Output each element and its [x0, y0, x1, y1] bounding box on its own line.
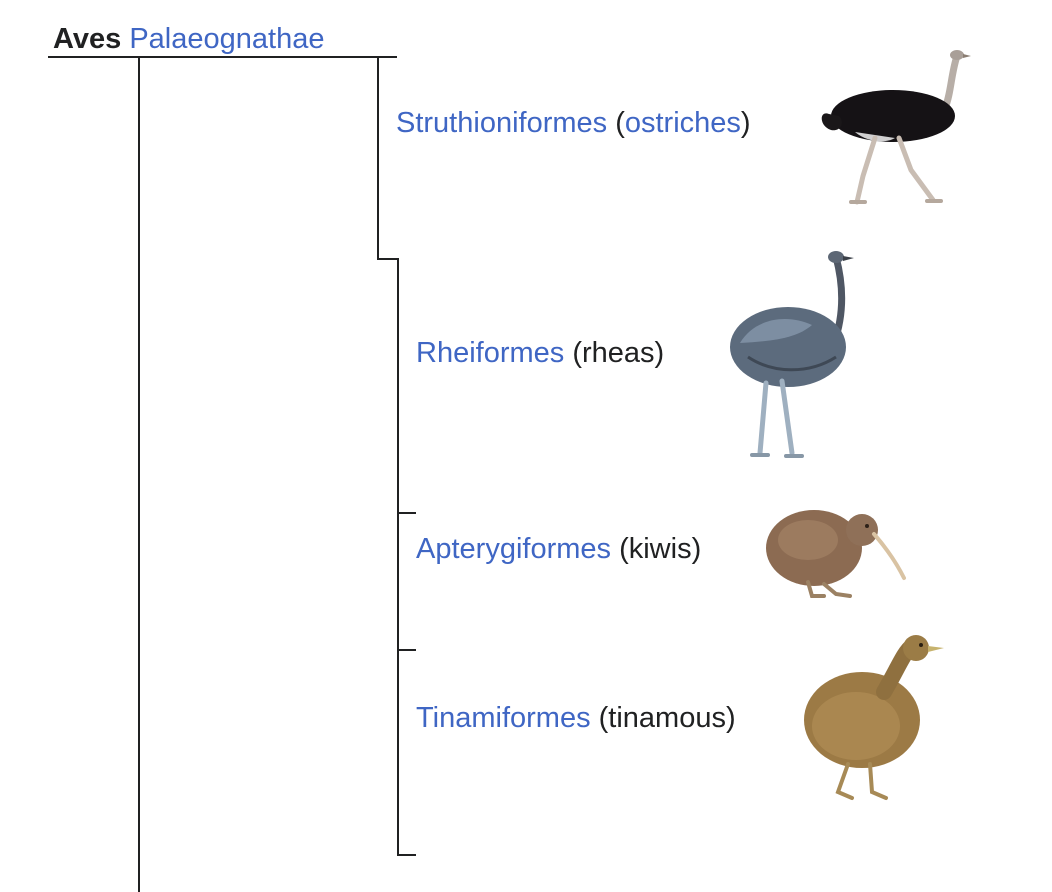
tinamou-image[interactable] [800, 632, 950, 807]
rheiformes-link[interactable]: Rheiformes [416, 337, 565, 369]
taxon-apterygiformes: Apterygiformes (kiwis) [416, 532, 701, 566]
tinamiformes-tick [397, 649, 416, 651]
header-underline [48, 56, 397, 58]
tinamiformes-link[interactable]: Tinamiformes [416, 702, 591, 734]
rhea-image[interactable] [726, 247, 866, 463]
taxon-struthioniformes: Struthioniformes (ostriches) [396, 106, 751, 140]
palaeognathae-tick [377, 258, 399, 260]
struthioniformes-paren-close: ) [740, 107, 751, 139]
palaeognathae-branch-line [377, 56, 379, 260]
bottom-tick [397, 854, 416, 856]
struthioniformes-paren-open: ( [607, 107, 625, 139]
apterygiformes-tick [397, 512, 416, 514]
kiwi-image[interactable] [762, 500, 908, 602]
palaeognathae-link[interactable]: Palaeognathae [129, 23, 325, 55]
ostriches-link[interactable]: ostriches [624, 107, 741, 139]
kiwis-common-name: (kiwis) [619, 533, 702, 565]
apterygiformes-link[interactable]: Apterygiformes [416, 533, 612, 565]
taxon-rheiformes: Rheiformes (rheas) [416, 336, 664, 370]
taxon-tinamiformes: Tinamiformes (tinamous) [416, 701, 736, 735]
struthioniformes-link[interactable]: Struthioniformes [396, 107, 608, 139]
notopalaeognathae-branch-line [397, 258, 399, 856]
tinamous-common-name: (tinamous) [598, 702, 736, 734]
ostrich-image[interactable] [815, 44, 975, 206]
root-header: Aves Palaeognathae [53, 22, 324, 56]
rheas-common-name: (rheas) [572, 337, 665, 369]
main-trunk-line [138, 56, 140, 892]
root-label-aves: Aves [53, 23, 122, 55]
